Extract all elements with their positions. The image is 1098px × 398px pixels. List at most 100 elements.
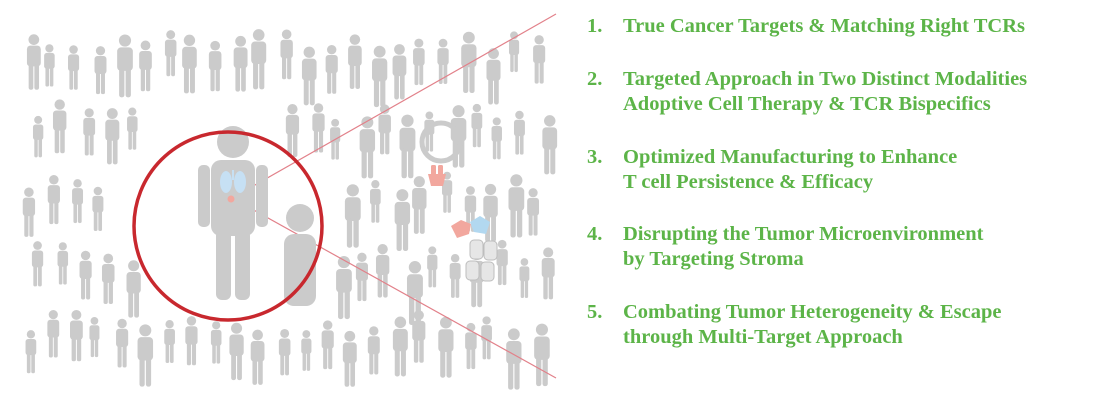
person-silhouette-icon [47, 175, 60, 225]
person-silhouette-icon [542, 115, 558, 175]
person-silhouette-icon [52, 99, 67, 154]
person-silhouette-icon [367, 326, 380, 375]
person-silhouette-icon [541, 247, 555, 300]
person-silhouette-icon [251, 29, 267, 90]
person-silhouette-icon [370, 180, 381, 223]
person-silhouette-icon [491, 117, 502, 160]
person-silhouette-icon [321, 320, 334, 370]
person-silhouette-icon [31, 241, 44, 287]
person-silhouette-icon [79, 250, 92, 300]
person-silhouette-icon [336, 255, 352, 320]
person-silhouette-icon [427, 246, 438, 288]
person-silhouette-icon [139, 40, 152, 92]
person-silhouette-icon [92, 186, 104, 232]
person-silhouette-icon [164, 30, 177, 77]
person-silhouette-icon [375, 243, 390, 298]
item-text: True Cancer Targets & Matching Right TCR… [623, 15, 1026, 37]
list-item: 2. Targeted Approach in Two Distinct Mod… [578, 67, 1093, 117]
item-text: through Multi-Target Approach [623, 326, 903, 348]
item-number: 3. [587, 146, 603, 168]
item-text: Combating Tumor Heterogeneity & Escape [623, 301, 1002, 323]
person-silhouette-icon [70, 309, 83, 362]
person-silhouette-icon [392, 44, 407, 100]
person-silhouette-icon [210, 321, 222, 364]
bispecific-molecule-icon [451, 216, 498, 282]
item-text: Targeted Approach in Two Distinct Modali… [623, 68, 1028, 90]
zoom-ray-lower [231, 197, 557, 379]
item-text: Optimized Manufacturing to Enhance [623, 146, 958, 168]
person-silhouette-icon [534, 323, 550, 387]
person-silhouette-icon [519, 258, 530, 298]
person-silhouette-icon [392, 316, 408, 377]
item-number: 2. [587, 68, 603, 90]
list-item: 5. Combating Tumor Heterogeneity & Escap… [578, 300, 1093, 350]
person-silhouette-icon [89, 317, 100, 358]
person-silhouette-icon [301, 46, 317, 106]
person-silhouette-icon [94, 46, 107, 95]
person-silhouette-icon [465, 322, 477, 370]
item-number: 4. [587, 223, 603, 245]
person-silhouette-icon [471, 103, 483, 148]
person-silhouette-icon [301, 330, 312, 371]
person-silhouette-icon [527, 188, 540, 236]
person-silhouette-icon [117, 34, 133, 98]
person-silhouette-icon [412, 176, 427, 234]
person-silhouette-icon [342, 330, 357, 387]
person-silhouette-icon [32, 115, 44, 158]
person-silhouette-icon [278, 328, 291, 376]
person-silhouette-icon [229, 322, 244, 381]
person-silhouette-icon [26, 34, 41, 90]
strategy-list: 1. True Cancer Targets & Matching Right … [578, 14, 1093, 350]
person-silhouette-icon [437, 38, 449, 84]
right-arm [256, 165, 268, 227]
person-silhouette-icon [116, 318, 129, 368]
list-item: 3. Optimized Manufacturing to Enhance T … [578, 145, 1093, 195]
person-silhouette-icon [105, 108, 120, 165]
lungs-icon [220, 170, 246, 193]
item-text: by Targeting Stroma [623, 248, 804, 270]
list-item: 4. Disrupting the Tumor Microenvironment… [578, 222, 1093, 272]
zoom-ray-upper [231, 13, 557, 199]
person-silhouette-icon [127, 107, 138, 150]
person-silhouette-icon [25, 330, 37, 374]
person-silhouette-icon [280, 29, 293, 80]
person-silhouette-icon [355, 252, 368, 302]
person-silhouette-icon [208, 40, 222, 92]
person-silhouette-icon [348, 34, 362, 89]
person-silhouette-icon [137, 324, 154, 387]
person-silhouette-icon [22, 187, 36, 237]
person-silhouette-icon [413, 38, 425, 86]
person-silhouette-icon [57, 242, 69, 285]
person-silhouette-icon [394, 189, 411, 252]
zoom-callout [132, 13, 557, 379]
right-leg [235, 230, 250, 300]
person-silhouette-icon [486, 48, 501, 105]
person-silhouette-icon [164, 320, 175, 364]
magnifier-circle-icon [132, 130, 324, 322]
cell-ring-icon [419, 120, 463, 164]
person-silhouette-icon [533, 35, 546, 84]
person-silhouette-icon [438, 316, 454, 378]
item-text: Adoptive Cell Therapy & TCR Bispecifics [623, 93, 991, 115]
item-text: Disrupting the Tumor Microenvironment [623, 223, 984, 245]
person-silhouette-icon [325, 44, 338, 94]
person-silhouette-icon [508, 174, 525, 238]
person-silhouette-icon [359, 116, 376, 179]
person-silhouette-icon [285, 103, 300, 157]
person-silhouette-icon [44, 44, 55, 87]
left-arm [198, 165, 210, 227]
person-silhouette-icon [185, 316, 198, 366]
person-silhouette-icon [312, 103, 325, 153]
person-silhouette-icon [344, 184, 361, 248]
person-silhouette-icon [67, 45, 80, 90]
person-silhouette-icon [513, 110, 525, 155]
list-item: 1. True Cancer Targets & Matching Right … [578, 14, 1093, 39]
person-silhouette-icon [372, 45, 388, 108]
person-silhouette-icon [506, 328, 522, 390]
focus-person [198, 126, 268, 300]
neighbor-person [284, 204, 316, 306]
left-leg [216, 230, 231, 300]
person-silhouette-icon [233, 35, 248, 92]
item-number: 5. [587, 301, 603, 323]
